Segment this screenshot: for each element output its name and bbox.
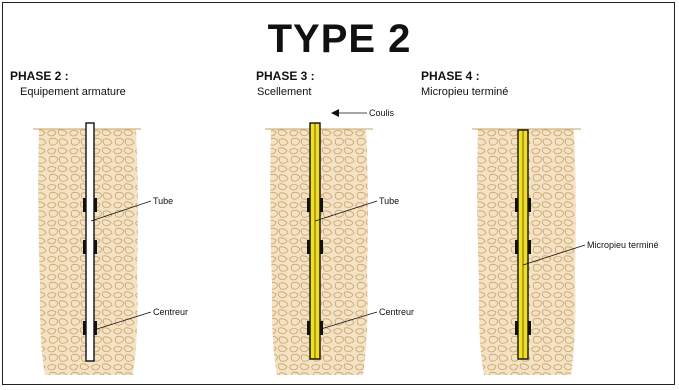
phase-4-label: PHASE 4 : — [421, 69, 480, 83]
centralizer — [528, 321, 531, 335]
centralizer — [528, 198, 531, 212]
centralizer — [320, 321, 323, 335]
tube-callout: Tube — [379, 196, 399, 206]
micropile-diagram: Tube Centreur Coulis Tube Centreur — [33, 108, 659, 375]
phase-2-label: PHASE 2 : — [10, 69, 69, 83]
coulis-callout: Coulis — [369, 108, 395, 118]
centralizer — [307, 321, 310, 335]
centralizer — [94, 321, 97, 335]
page-title: TYPE 2 — [267, 17, 412, 61]
centralizer — [515, 321, 518, 335]
phase-2-subtitle: Equipement armature — [20, 86, 126, 98]
centralizer — [320, 198, 323, 212]
phase-2-pile: Tube Centreur — [33, 122, 188, 375]
tube-callout: Tube — [153, 196, 173, 206]
centreur-callout: Centreur — [379, 307, 414, 317]
diagram-frame: TYPE 2 PHASE 2 : Equipement armature PHA… — [2, 2, 675, 385]
phase-4-subtitle: Micropieu terminé — [421, 86, 509, 98]
steel-tube — [85, 122, 95, 362]
centreur-callout: Centreur — [153, 307, 188, 317]
centralizer — [320, 240, 323, 254]
centralizer — [307, 198, 310, 212]
phase-3-label: PHASE 3 : — [256, 69, 315, 83]
centralizer — [515, 198, 518, 212]
phase-4-pile: Micropieu terminé — [472, 128, 659, 375]
tube-leader — [90, 200, 152, 222]
micropieu-leader — [522, 244, 586, 266]
centralizer — [528, 240, 531, 254]
centralizer — [94, 240, 97, 254]
micropieu-callout: Micropieu terminé — [587, 240, 659, 250]
centralizer — [307, 240, 310, 254]
centreur-leader — [320, 311, 378, 330]
centralizer — [83, 240, 86, 254]
centralizer — [94, 198, 97, 212]
centralizer — [515, 240, 518, 254]
centreur-leader — [96, 311, 152, 330]
coulis-arrow — [331, 109, 339, 117]
phase-3-pile: Coulis Tube Centreur — [265, 108, 414, 375]
tube-leader — [314, 200, 378, 222]
centralizer — [83, 198, 86, 212]
phase-3-subtitle: Scellement — [257, 86, 312, 98]
centralizer — [83, 321, 86, 335]
